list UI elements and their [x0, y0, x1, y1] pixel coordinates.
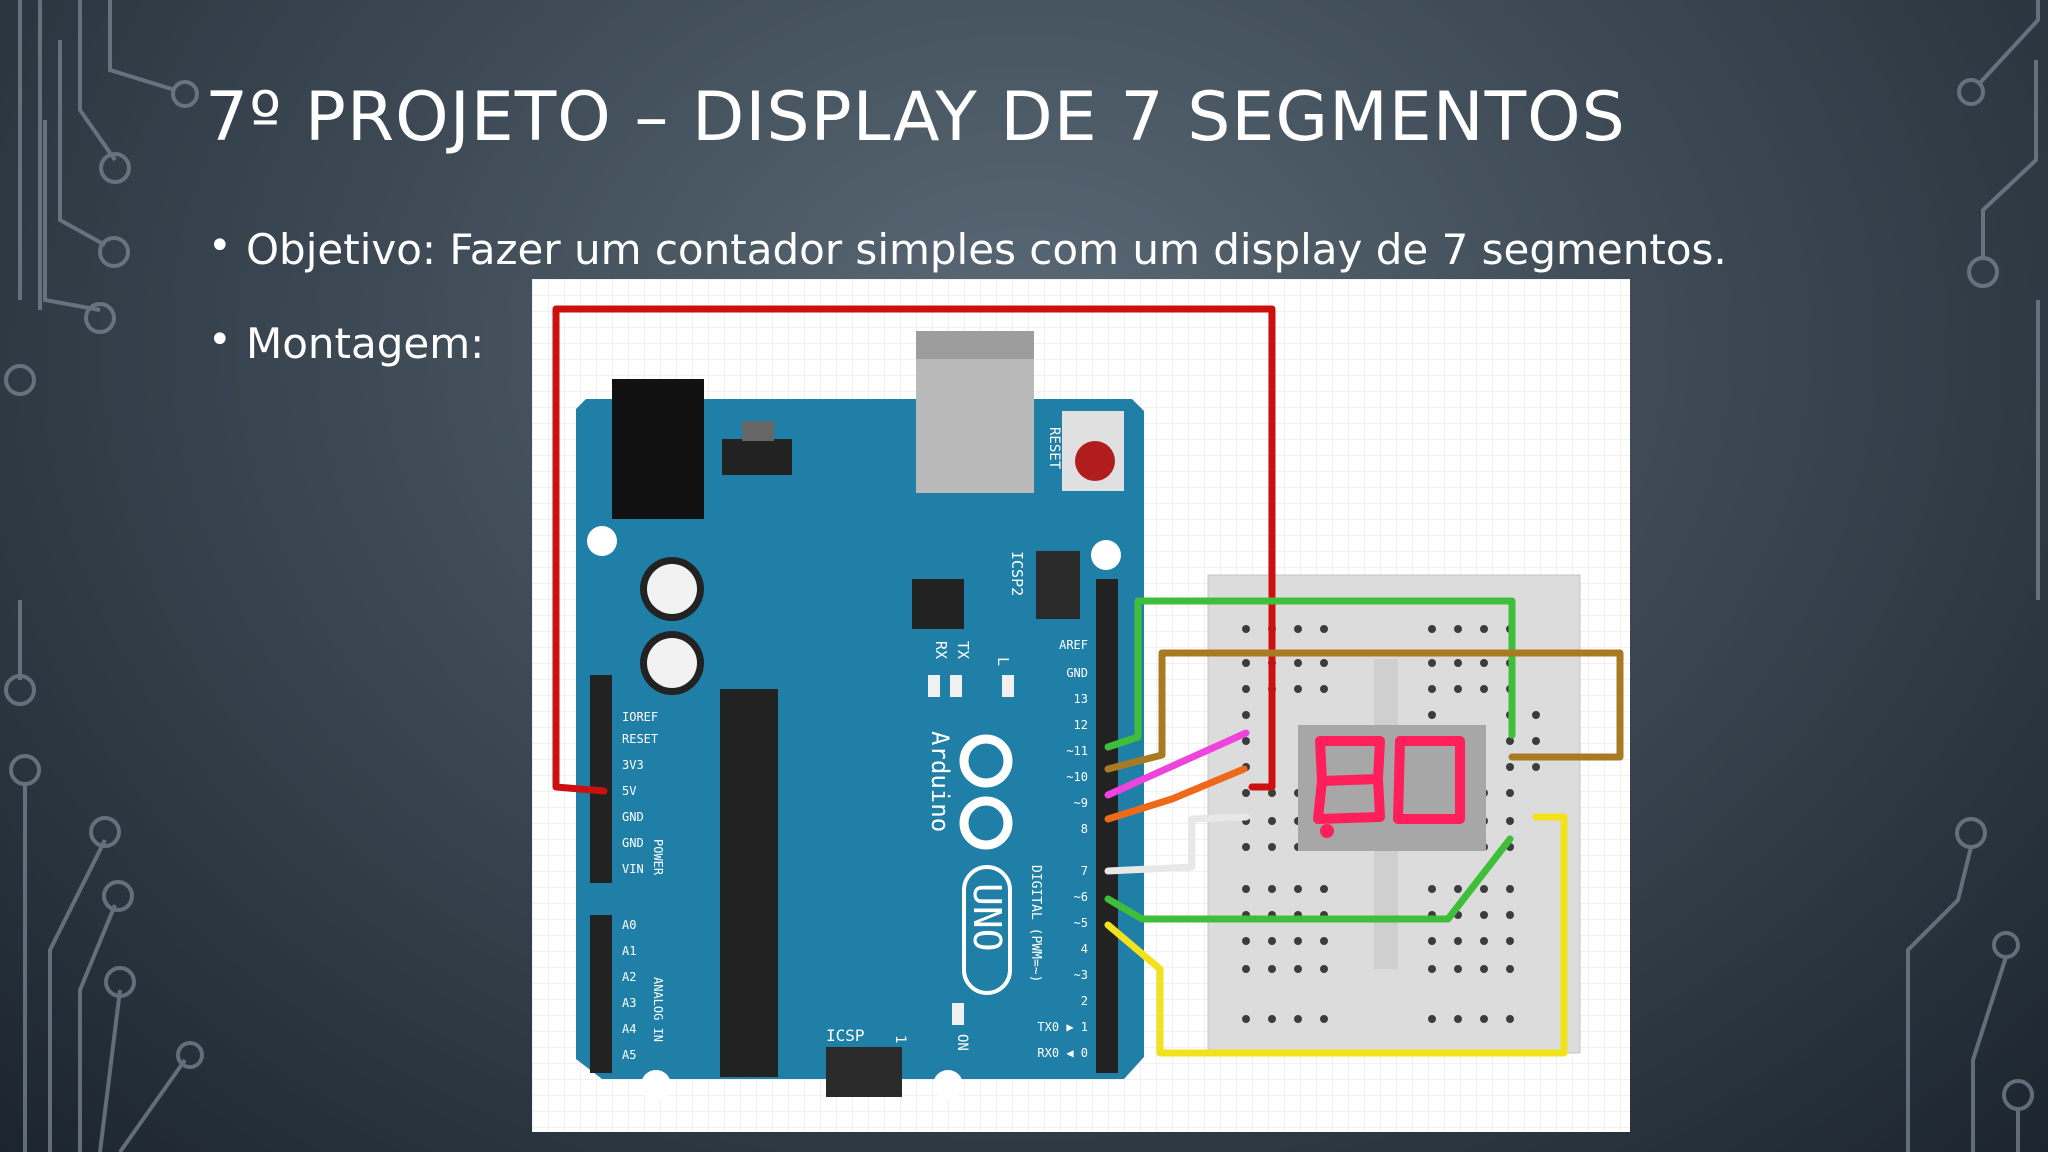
wire-orange-8	[1104, 765, 1248, 823]
pin-label: TX0 ▶ 1	[1037, 1020, 1088, 1034]
wire-red-5v	[552, 305, 1276, 795]
arduino-logo-text: Arduino	[926, 731, 954, 832]
pin-label: 13	[1074, 692, 1088, 706]
pin-label: GND	[1066, 666, 1088, 680]
icsp2-header	[1036, 551, 1080, 619]
power-label: POWER	[651, 839, 665, 876]
pin-label: A0	[622, 918, 636, 932]
pin-label: RESET	[622, 732, 658, 746]
pin-label: ~9	[1074, 796, 1088, 810]
pin-label: A3	[622, 996, 636, 1010]
l-label: L	[994, 657, 1012, 666]
pin-label: ~3	[1074, 968, 1088, 982]
pin-label: 8	[1081, 822, 1088, 836]
bullet-list: Objetivo: Fazer um contador simples com …	[208, 218, 1727, 372]
reset-button[interactable]	[1062, 411, 1124, 491]
pin-label: A1	[622, 944, 636, 958]
pin-label: GND	[622, 836, 644, 850]
pin-label: GND	[622, 810, 644, 824]
uno-logo-text: UNO	[965, 883, 1009, 952]
wire-green-11	[1104, 597, 1516, 751]
mount-hole	[933, 1070, 963, 1100]
wire-green-6	[1104, 835, 1514, 923]
pin-label: 4	[1081, 942, 1088, 956]
pin-label: ~11	[1066, 744, 1088, 758]
circuit-decoration-right	[1906, 0, 2040, 1152]
regulator	[722, 439, 792, 475]
circuit-decoration-left	[4, 0, 204, 1152]
pin-label: 7	[1081, 864, 1088, 878]
pin-label: 12	[1074, 718, 1088, 732]
pin-label: ~10	[1066, 770, 1088, 784]
analog-in-label: ANALOG IN	[651, 977, 665, 1042]
wire-magenta-9	[1104, 729, 1250, 799]
tx-label: TX	[954, 641, 972, 659]
wire-yellow-5	[1104, 813, 1568, 1057]
bullet-assembly: Montagem:	[208, 312, 1727, 372]
microcontroller-chip	[720, 689, 778, 1077]
on-label: ON	[954, 1034, 970, 1051]
pin-label: 2	[1081, 994, 1088, 1008]
bullet-objective: Objetivo: Fazer um contador simples com …	[208, 218, 1727, 278]
pin-label: A4	[622, 1022, 636, 1036]
arduino-infinity-logo	[959, 734, 1013, 850]
reset-label: RESET	[1046, 427, 1062, 470]
digital-pwm-label: DIGITAL (PWM=~)	[1028, 865, 1043, 982]
slide-title: 7º PROJETO – DISPLAY DE 7 SEGMENTOS	[205, 78, 1626, 157]
pin-label: ~6	[1074, 890, 1088, 904]
wire-brown-10	[1104, 649, 1624, 773]
mount-hole	[1091, 540, 1121, 570]
pin-label: 3V3	[622, 758, 644, 772]
analog-header[interactable]	[590, 915, 612, 1073]
dc-jack	[612, 379, 704, 519]
icsp-pin1-label: 1	[892, 1035, 908, 1043]
circuit-diagram: RESET ICSP2 ICSP 1 TX RX L ON Arduino UN…	[532, 279, 1630, 1132]
pin-label: A5	[622, 1048, 636, 1062]
mount-hole	[641, 1070, 671, 1100]
pin-label: 5V	[622, 784, 636, 798]
pin-label: AREF	[1059, 638, 1088, 652]
pin-label: A2	[622, 970, 636, 984]
pin-label: ~5	[1074, 916, 1088, 930]
icsp-header	[826, 1047, 902, 1097]
rx-label: RX	[932, 641, 950, 659]
icsp2-label: ICSP2	[1008, 551, 1026, 596]
mount-hole	[587, 526, 617, 556]
digital-header[interactable]	[1096, 579, 1118, 1073]
pin-label: RX0 ◀ 0	[1037, 1046, 1088, 1060]
icsp-label: ICSP	[826, 1026, 865, 1045]
power-header[interactable]	[590, 675, 612, 883]
wire-white-7	[1104, 813, 1250, 875]
pin-label: VIN	[622, 862, 644, 876]
pin-label: IOREF	[622, 710, 658, 724]
arduino-uno-board: RESET ICSP2 ICSP 1 TX RX L ON Arduino UN…	[576, 331, 1144, 1100]
seven-segment-display	[1298, 725, 1486, 851]
